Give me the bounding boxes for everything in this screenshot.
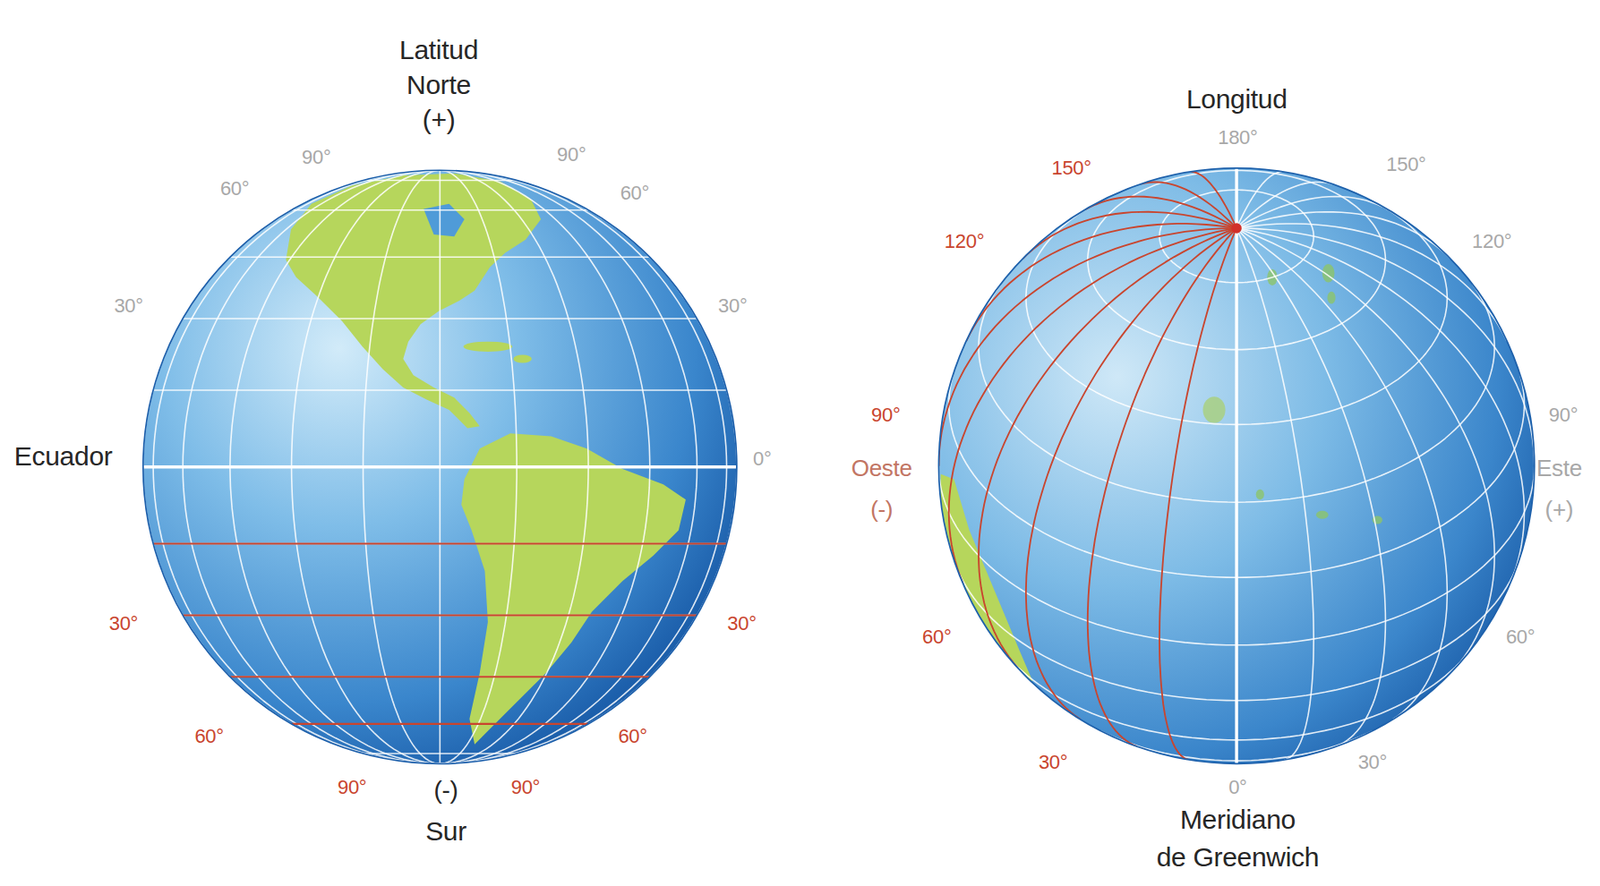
degree-label: 30°: [1038, 750, 1068, 777]
degree-label: 60°: [922, 624, 951, 651]
degree-label: 30°: [113, 293, 143, 320]
degree-label: 30°: [718, 293, 747, 320]
island: [1256, 489, 1265, 500]
degree-label: 150°: [1386, 152, 1426, 179]
direction-label: Este: [1536, 453, 1583, 485]
parallel-line: [291, 723, 590, 726]
degree-label: 90°: [871, 402, 900, 429]
direction-label: Oeste: [851, 453, 913, 485]
meridian-line: [1236, 171, 1283, 229]
meridian-line: [1236, 228, 1314, 761]
north-pole-dot: [1231, 222, 1241, 233]
degree-label: 60°: [1505, 624, 1535, 651]
meridian-line-highlight: [1191, 171, 1238, 229]
parallel-line: [363, 179, 518, 182]
south-america: [940, 474, 1034, 682]
meridian-line-highlight: [978, 228, 1237, 668]
parallel-line: [291, 209, 590, 212]
graticule: [141, 170, 740, 764]
parallel-line: [182, 317, 697, 320]
landmass: [1203, 396, 1226, 424]
meridian-line-highlight: [1087, 228, 1237, 747]
island: [463, 342, 514, 352]
sign-label: (+): [1545, 495, 1575, 526]
degree-label: 60°: [220, 176, 249, 203]
globe-outline: [938, 168, 1534, 764]
meridian-line: [1236, 228, 1495, 668]
parallel-line-highlight: [182, 615, 697, 617]
equator-line: [141, 465, 740, 469]
continents: [141, 170, 740, 764]
parallel-line: [153, 389, 727, 392]
island: [1316, 511, 1329, 520]
parallel-line-highlight: [230, 675, 651, 678]
degree-label: 0°: [1228, 775, 1247, 802]
parallel-line: [230, 675, 651, 678]
degree-label: 30°: [109, 611, 138, 638]
degree-label: 120°: [1471, 229, 1512, 256]
parallel-line-highlight: [153, 543, 727, 546]
meridian-line: [1236, 228, 1535, 467]
direction-label: Sur: [425, 813, 467, 849]
degree-label: 180°: [1217, 125, 1258, 152]
degree-label: 90°: [337, 775, 367, 802]
degree-label: 150°: [1051, 155, 1091, 182]
meridian-line: [1236, 196, 1388, 229]
hudson-bay: [423, 204, 465, 237]
parallel-line: [363, 752, 518, 755]
degree-label: 90°: [556, 142, 586, 169]
degree-label: 60°: [620, 180, 650, 207]
axis-title: Longitud: [1186, 81, 1288, 117]
degree-label: 90°: [1548, 402, 1578, 429]
degree-label: 90°: [301, 145, 331, 172]
meridian-line-highlight: [966, 223, 1237, 342]
meridian-line-highlight: [949, 228, 1237, 584]
sign-label: (-): [433, 774, 458, 807]
south-america: [461, 433, 686, 745]
meridian-line-highlight: [1026, 228, 1237, 720]
degree-label: 0°: [752, 446, 771, 473]
greenwich-meridian: [1234, 166, 1238, 767]
degree-label: 30°: [1358, 750, 1387, 777]
meridian-line: [1236, 228, 1447, 720]
parallel-line: [230, 256, 651, 259]
meridian-line: [1236, 181, 1333, 228]
graticule: [938, 166, 1534, 767]
degree-label: 30°: [727, 611, 756, 638]
sign-label: (-): [870, 495, 893, 526]
meridian-line-highlight: [1159, 228, 1237, 761]
pole-marker: [1231, 222, 1241, 233]
island: [513, 354, 532, 363]
meridian-line: [1236, 228, 1386, 747]
island: [1326, 291, 1335, 305]
degree-label: 120°: [944, 229, 984, 256]
degree-label: 60°: [617, 724, 647, 751]
meridian-line: [1236, 212, 1451, 259]
meridian-line: [1236, 228, 1524, 584]
meridian-line-highlight: [938, 228, 1237, 467]
parallel-line: [153, 543, 727, 546]
meridian-line: [1236, 223, 1507, 342]
equator-label: Ecuador: [14, 438, 113, 474]
parallel-line: [182, 615, 697, 617]
meridian-label: Meridiano: [1180, 802, 1296, 838]
continents: [938, 166, 1534, 767]
degree-label: 60°: [194, 724, 223, 751]
parallel-line-highlight: [291, 723, 590, 726]
globe-outline: [143, 170, 737, 764]
meridian-label: de Greenwich: [1156, 839, 1320, 875]
axis-title: Latitud Norte (+): [399, 32, 479, 137]
degree-label: 90°: [511, 775, 540, 802]
